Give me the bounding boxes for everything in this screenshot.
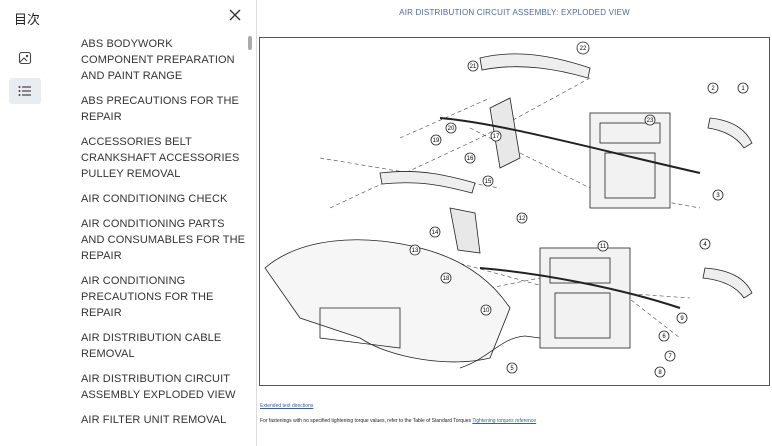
callout-marker: 16 bbox=[464, 152, 476, 164]
callout-label: 1 bbox=[741, 86, 745, 92]
callout-label: 9 bbox=[680, 316, 684, 322]
callout-label: 20 bbox=[448, 126, 455, 132]
callout-label: 5 bbox=[510, 366, 514, 372]
callout-label: 23 bbox=[647, 118, 654, 124]
callout-label: 16 bbox=[467, 156, 474, 162]
callout-label: 3 bbox=[716, 193, 720, 199]
toc-item[interactable]: ABS BODYWORK COMPONENT PREPARATION AND P… bbox=[81, 38, 235, 82]
torque-note: For fastenings with no specified tighten… bbox=[260, 418, 536, 424]
toc-item[interactable]: AIR DISTRIBUTION CABLE REMOVAL bbox=[81, 332, 222, 360]
callout-marker: 10 bbox=[480, 304, 492, 316]
panel-divider bbox=[256, 0, 257, 446]
callout-label: 17 bbox=[493, 134, 500, 140]
callout-label: 13 bbox=[412, 248, 419, 254]
callout-label: 8 bbox=[658, 370, 662, 376]
callout-marker: 20 bbox=[445, 122, 457, 134]
toc-item[interactable]: AIR FILTER UNIT REMOVAL bbox=[81, 414, 227, 426]
image-icon bbox=[18, 51, 32, 65]
callout-label: 7 bbox=[668, 354, 672, 360]
callout-label: 22 bbox=[580, 46, 587, 52]
callout-marker: 5 bbox=[506, 362, 518, 374]
close-icon[interactable] bbox=[227, 7, 243, 23]
callout-marker: 3 bbox=[712, 189, 724, 201]
thumbnail-view-button[interactable] bbox=[9, 45, 41, 71]
toc-item[interactable]: AIR CONDITIONING CHECK bbox=[81, 193, 228, 205]
callout-label: 10 bbox=[483, 308, 490, 314]
sidebar-header: 目次 bbox=[0, 0, 256, 34]
callout-marker: 14 bbox=[429, 226, 441, 238]
callout-label: 11 bbox=[600, 244, 607, 250]
callout-marker: 21 bbox=[467, 60, 479, 72]
torque-note-link[interactable]: Tightening torques reference bbox=[472, 418, 537, 424]
callout-label: 19 bbox=[433, 138, 440, 144]
callout-label: 2 bbox=[711, 86, 715, 92]
callout-marker: 1 bbox=[737, 82, 749, 94]
list-icon bbox=[18, 86, 31, 96]
callout-marker: 18 bbox=[440, 272, 452, 284]
callout-marker: 15 bbox=[482, 175, 494, 187]
toc-item[interactable]: AIR CONDITIONING PARTS AND CONSUMABLES F… bbox=[81, 218, 246, 262]
callout-label: 4 bbox=[703, 242, 707, 248]
toc-item[interactable]: ACCESSORIES BELT CRANKSHAFT ACCESSORIES … bbox=[81, 136, 240, 180]
callout-marker: 6 bbox=[658, 330, 670, 342]
callout-marker: 4 bbox=[699, 238, 711, 250]
callout-marker: 8 bbox=[654, 366, 666, 378]
callout-label: 15 bbox=[485, 179, 492, 185]
callout-marker: 11 bbox=[597, 240, 609, 252]
callout-marker: 19 bbox=[430, 134, 442, 146]
toc-item[interactable]: AIR DISTRIBUTION CIRCUIT ASSEMBLY EXPLOD… bbox=[81, 373, 236, 401]
callout-label: 21 bbox=[470, 64, 477, 70]
callout-marker: 22 bbox=[576, 41, 590, 55]
toc-item[interactable]: AIR CONDITIONING PRECAUTIONS FOR THE REP… bbox=[81, 275, 214, 319]
table-of-contents: ABS BODYWORK COMPONENT PREPARATION AND P… bbox=[62, 36, 247, 446]
callout-label: 12 bbox=[519, 216, 526, 222]
callout-marker: 9 bbox=[676, 312, 688, 324]
callout-marker: 17 bbox=[490, 130, 502, 142]
callout-marker: 7 bbox=[664, 350, 676, 362]
document-title: AIR DISTRIBUTION CIRCUIT ASSEMBLY: EXPLO… bbox=[399, 8, 630, 17]
callout-marker: 23 bbox=[644, 114, 656, 126]
torque-note-text: For fastenings with no specified tighten… bbox=[260, 418, 472, 424]
directions-link[interactable]: Extended text directions bbox=[260, 403, 314, 409]
callout-label: 6 bbox=[662, 334, 666, 340]
sidebar-title: 目次 bbox=[14, 12, 41, 27]
toc-scrollbar[interactable] bbox=[248, 36, 252, 50]
toc-view-button[interactable] bbox=[9, 78, 41, 104]
toc-item[interactable]: ABS PRECAUTIONS FOR THE REPAIR bbox=[81, 95, 239, 123]
callout-marker: 12 bbox=[516, 212, 528, 224]
callout-marker: 2 bbox=[707, 82, 719, 94]
callout-marker: 13 bbox=[409, 244, 421, 256]
exploded-view-diagram: 22 21 2 1 23 20 19 17 16 15 3 12 14 13 1… bbox=[259, 37, 770, 386]
callout-label: 14 bbox=[432, 230, 439, 236]
document-page: AIR DISTRIBUTION CIRCUIT ASSEMBLY: EXPLO… bbox=[257, 0, 772, 446]
callout-label: 18 bbox=[443, 276, 450, 282]
